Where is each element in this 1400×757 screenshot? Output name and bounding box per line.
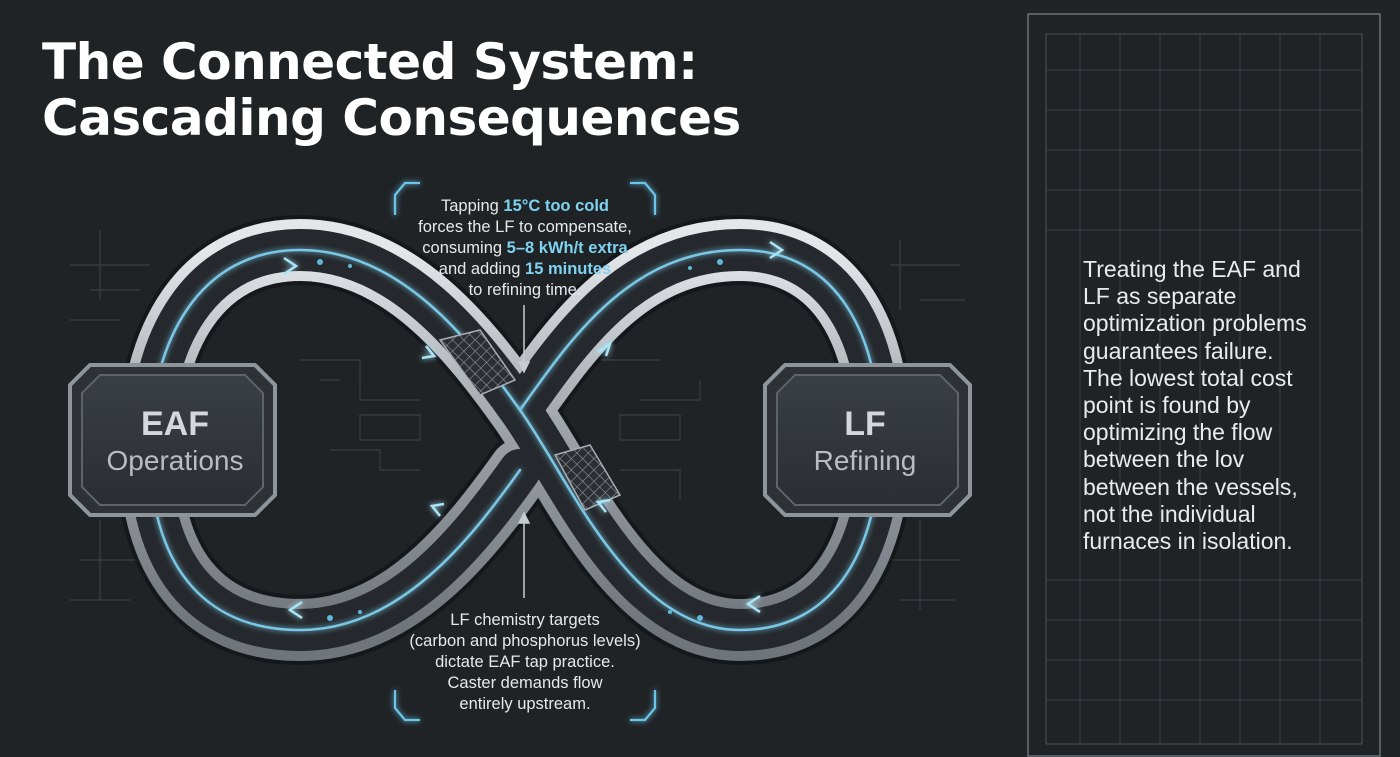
flow-arrows bbox=[283, 240, 785, 620]
callout-top: Tapping 15°C too cold forces the LF to c… bbox=[395, 196, 655, 301]
side-line: LF as separate bbox=[1083, 283, 1237, 310]
side-panel-text: Treating the EAF and LF as separate opti… bbox=[1083, 256, 1358, 555]
callout-top-line-3: consuming 5–8 kWh/t extra bbox=[422, 239, 628, 257]
callout-top-line-2: forces the LF to compensate, bbox=[418, 218, 632, 236]
circuit-background bbox=[70, 230, 965, 610]
title-line-1: The Connected System: bbox=[42, 33, 698, 91]
callout-top-line-1: Tapping 15°C too cold bbox=[441, 197, 609, 215]
callout-top-line-4: and adding 15 minutes bbox=[438, 260, 612, 278]
flow-dots bbox=[317, 259, 723, 621]
title-line-2: Cascading Consequences bbox=[42, 89, 741, 147]
side-line: between the vessels, bbox=[1083, 473, 1298, 500]
side-panel-grid bbox=[1027, 13, 1381, 757]
eaf-node: EAF Operations bbox=[80, 404, 270, 478]
crossing-mesh bbox=[438, 329, 622, 511]
side-line: optimizing the flow bbox=[1083, 419, 1273, 446]
lf-node: LF Refining bbox=[770, 404, 960, 478]
eaf-node-box bbox=[68, 363, 277, 517]
side-line: optimization problems bbox=[1083, 310, 1307, 337]
callout-top-line-5: to refining time. bbox=[468, 281, 582, 299]
callout-bottom-line-1: LF chemistry targets bbox=[450, 611, 600, 629]
callout-bottom-line-2: (carbon and phosphorus levels) bbox=[409, 632, 641, 650]
lf-node-box bbox=[763, 363, 972, 517]
callout-bottom-line-5: entirely upstream. bbox=[459, 695, 591, 713]
callout-top-frame bbox=[393, 181, 657, 215]
eaf-node-title: EAF bbox=[141, 405, 209, 443]
eaf-node-subtitle: Operations bbox=[106, 445, 244, 476]
side-line: between the lov bbox=[1083, 446, 1245, 473]
callout-bottom: LF chemistry targets (carbon and phospho… bbox=[385, 610, 665, 715]
side-line: not the individual bbox=[1083, 500, 1256, 527]
side-line: point is found by bbox=[1083, 392, 1251, 419]
callout-bottom-frame bbox=[393, 690, 657, 722]
side-line: Treating the EAF and bbox=[1083, 256, 1301, 282]
callout-bottom-line-4: Caster demands flow bbox=[447, 674, 603, 692]
side-line: guarantees failure. bbox=[1083, 337, 1274, 364]
lf-node-title: LF bbox=[844, 405, 886, 443]
page-title: The Connected System: Cascading Conseque… bbox=[42, 34, 741, 146]
side-line: furnaces in isolation. bbox=[1083, 528, 1293, 555]
infinity-loop bbox=[115, 215, 915, 665]
callout-pointers bbox=[517, 305, 531, 598]
side-line: The lowest total cost bbox=[1083, 364, 1293, 391]
callout-bottom-line-3: dictate EAF tap practice. bbox=[435, 653, 615, 671]
lf-node-subtitle: Refining bbox=[813, 445, 917, 476]
